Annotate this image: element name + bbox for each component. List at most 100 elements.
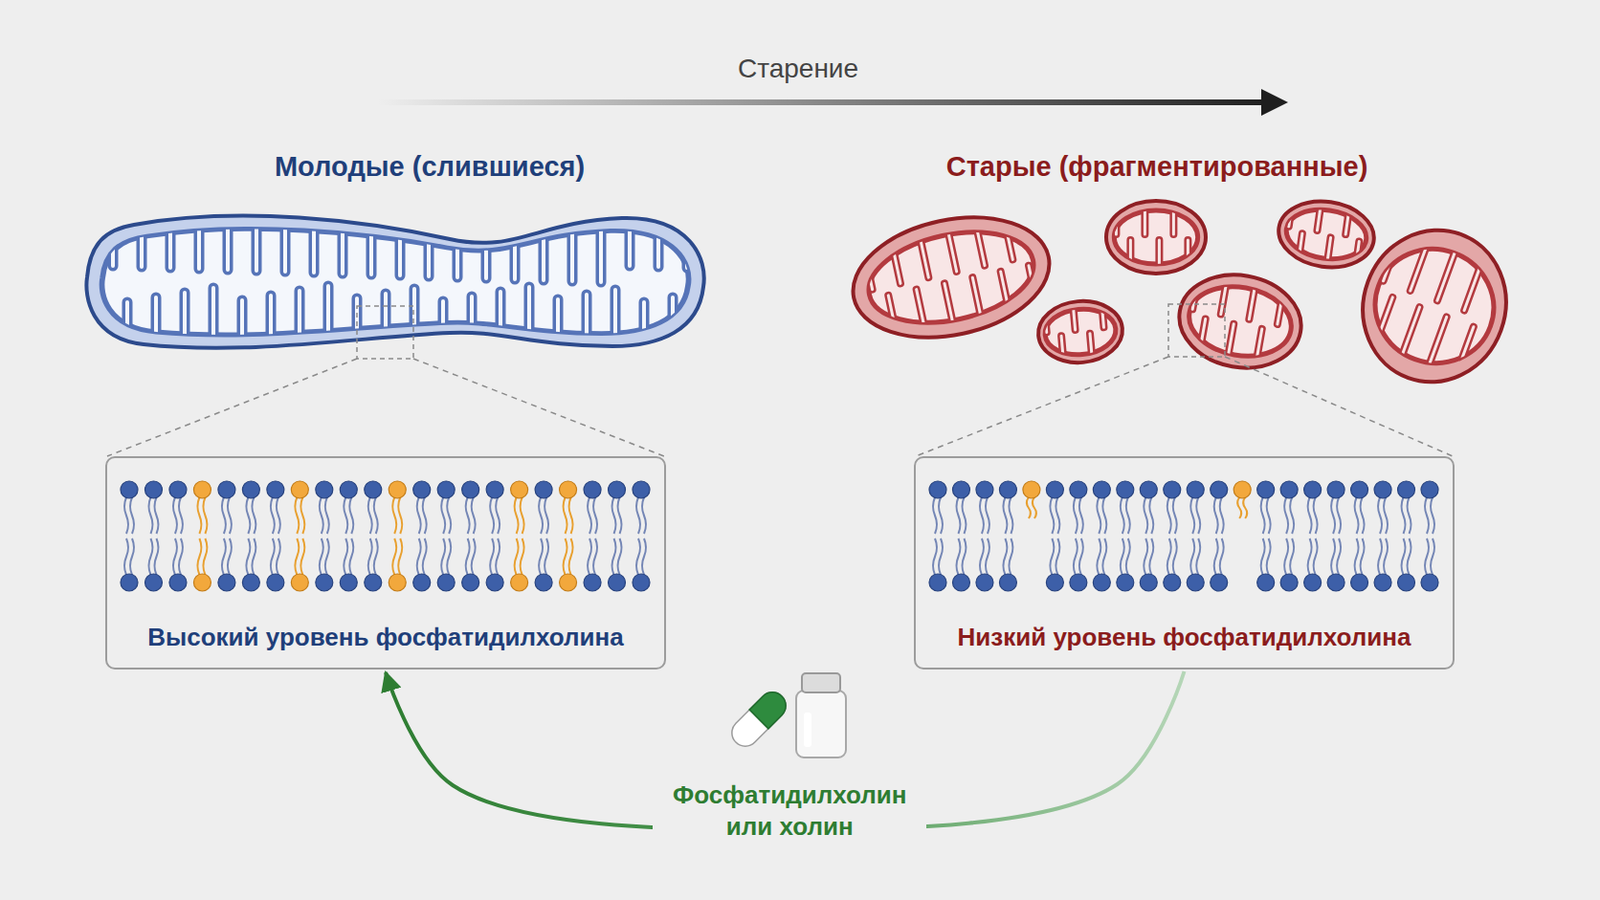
crista xyxy=(624,200,636,267)
crista-space xyxy=(455,200,460,278)
lipid-head xyxy=(1374,574,1392,592)
crista-space xyxy=(888,295,899,348)
lipid-head xyxy=(1257,574,1275,592)
crista xyxy=(944,283,956,335)
lipid-tail xyxy=(124,497,129,534)
crista-space xyxy=(1089,333,1093,362)
lipid-tail xyxy=(1308,538,1312,576)
crista-space xyxy=(1157,240,1161,274)
lipid-tail xyxy=(1002,538,1007,576)
crista-space xyxy=(1129,240,1133,274)
crista-space xyxy=(498,291,503,364)
crista-space xyxy=(182,292,187,364)
crista-space xyxy=(484,200,489,279)
crista xyxy=(108,200,119,267)
lipid-tail xyxy=(955,538,960,576)
lipid-tail xyxy=(544,497,549,534)
crista-space xyxy=(154,297,158,364)
capsule-body xyxy=(726,687,792,753)
lipid-head xyxy=(144,481,162,499)
lipid-tail xyxy=(173,538,178,576)
crista-space xyxy=(125,302,130,364)
crista-space xyxy=(168,200,173,268)
fragmented-mitochondria xyxy=(842,195,1528,402)
lipid-tail xyxy=(1055,497,1060,534)
lipid-tail xyxy=(1143,497,1148,534)
lipid-head xyxy=(242,481,260,499)
lipid-tail xyxy=(495,497,500,534)
crista-space xyxy=(311,200,316,273)
lipid-tail xyxy=(985,497,990,534)
zoom-square xyxy=(356,306,414,359)
mitochondrion-outer xyxy=(842,200,1061,356)
lipid-tail xyxy=(1073,497,1078,534)
lipid-head xyxy=(1116,481,1134,499)
crista-space xyxy=(613,289,618,364)
mitochondrion-outer xyxy=(1341,210,1528,403)
lipid-tail xyxy=(343,538,348,576)
crista xyxy=(1355,242,1359,272)
lipid-tail xyxy=(642,497,646,534)
lipid-head xyxy=(462,574,480,592)
crista xyxy=(596,200,607,283)
lipid-tail xyxy=(300,497,305,534)
lipid-tail xyxy=(1196,497,1200,534)
crista xyxy=(1368,297,1393,364)
lipid-tail xyxy=(1008,497,1013,534)
lipid-tail xyxy=(422,538,427,576)
lipid-tail xyxy=(544,538,549,576)
lipid-tail xyxy=(300,538,305,576)
lipid-tail xyxy=(471,497,476,534)
lipid-tail xyxy=(593,497,598,534)
lipid-head xyxy=(169,481,187,499)
vial-body xyxy=(796,690,846,758)
lipid-tail xyxy=(1196,538,1200,576)
crista xyxy=(538,200,550,281)
crista-space xyxy=(1072,302,1076,331)
crista xyxy=(1254,329,1263,371)
mitochondrion-fragment xyxy=(1106,200,1206,274)
crista-space xyxy=(297,290,302,364)
crista xyxy=(567,200,578,282)
lipid-tail xyxy=(1284,538,1289,576)
crista-space xyxy=(1044,304,1047,333)
mitochondrion-fragment xyxy=(1172,266,1310,378)
lipid-head xyxy=(999,574,1017,592)
crista-space xyxy=(1368,297,1393,364)
crista xyxy=(510,200,521,280)
lipid-tail xyxy=(392,497,397,534)
lipid-tail xyxy=(587,538,592,576)
crista-space xyxy=(426,200,431,277)
crista xyxy=(1345,204,1350,235)
lipid-tail xyxy=(1008,538,1013,576)
cristae xyxy=(1355,215,1502,394)
lipid-tail xyxy=(245,497,250,534)
group-heading: Старые (фрагментированные) xyxy=(946,151,1369,183)
lipid-bilayer xyxy=(120,481,650,592)
lipid-tail xyxy=(471,538,476,576)
lipid-tail xyxy=(1360,538,1365,576)
lipid-tail xyxy=(514,497,519,534)
crista xyxy=(1169,200,1178,235)
lipid-tail xyxy=(495,538,500,576)
axis-label: Старение xyxy=(737,53,859,85)
crista xyxy=(337,200,349,274)
lipid-tail xyxy=(538,538,543,576)
lipid-tail xyxy=(1284,497,1289,534)
lipid-tail xyxy=(1261,497,1266,534)
lipid-tail xyxy=(1149,497,1154,534)
crista xyxy=(1000,271,1012,324)
lipid-head xyxy=(437,574,455,592)
zoom-line xyxy=(1224,356,1453,457)
lipid-tail xyxy=(368,538,373,576)
crista xyxy=(179,292,191,364)
lipid-head xyxy=(1327,574,1345,592)
crista-space xyxy=(699,292,704,364)
crista xyxy=(1449,327,1474,394)
crista-space xyxy=(584,294,589,364)
crista xyxy=(553,299,564,364)
lipid-tail xyxy=(1261,538,1266,576)
crista-space xyxy=(1001,207,1013,260)
